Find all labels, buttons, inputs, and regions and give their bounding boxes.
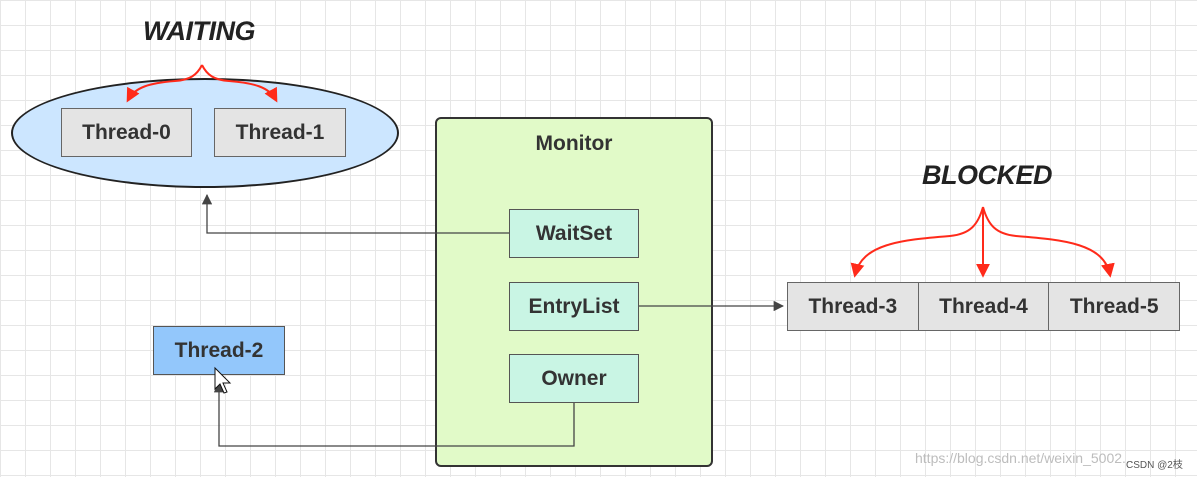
arrow-to-thread-3 xyxy=(850,206,984,278)
waiting-brace-arrows xyxy=(126,64,278,103)
thread-1-box: Thread-1 xyxy=(214,108,346,157)
waiting-label: WAITING xyxy=(143,16,256,46)
thread-4-box: Thread-4 xyxy=(918,282,1050,331)
thread-3-box: Thread-3 xyxy=(787,282,919,331)
entrylist-box: EntryList xyxy=(509,282,639,331)
thread-2-box: Thread-2 xyxy=(153,326,285,375)
blocked-label: BLOCKED xyxy=(922,160,1053,190)
waitset-connector xyxy=(201,193,509,234)
blocked-brace-arrows xyxy=(850,206,1115,278)
waitset-box: WaitSet xyxy=(509,209,639,258)
watermark-url: https://blog.csdn.net/weixin_5002... xyxy=(915,450,1134,466)
mouse-cursor-icon xyxy=(214,366,232,394)
arrow-to-thread-5 xyxy=(982,206,1115,278)
owner-connector xyxy=(213,381,575,447)
csdn-badge: CSDN @2枝 xyxy=(1126,460,1183,471)
monitor-title: Monitor xyxy=(535,132,613,155)
owner-box: Owner xyxy=(509,354,639,403)
thread-5-box: Thread-5 xyxy=(1049,282,1181,331)
entry-list-queue: Thread-3 Thread-4 Thread-5 xyxy=(787,282,1181,331)
arrow-to-thread-1 xyxy=(201,64,278,103)
thread-0-box: Thread-0 xyxy=(61,108,192,157)
arrow-to-thread-0 xyxy=(126,64,203,103)
